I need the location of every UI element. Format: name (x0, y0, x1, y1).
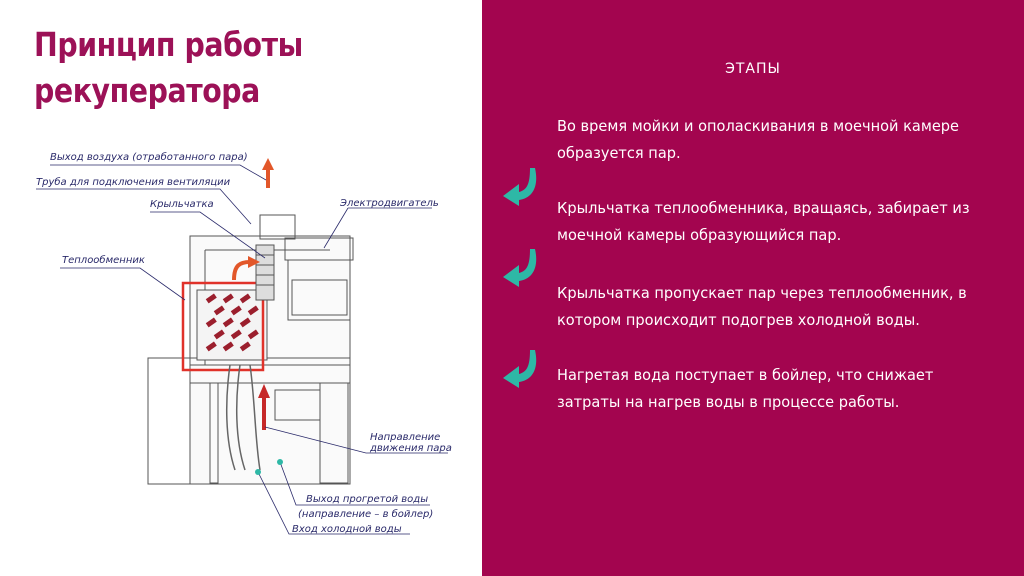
steam-arrows (232, 158, 274, 430)
step-4-text: Нагретая вода поступает в бойлер, что сн… (557, 366, 934, 411)
teal-curved-arrow-down-icon (503, 350, 537, 388)
label-steam-direction-2: движения пара (369, 443, 452, 454)
water-pipes (226, 364, 261, 471)
connection-dots (255, 459, 283, 475)
left-panel: Принцип работы рекуператора (0, 0, 482, 576)
label-hot-water-1: Выход прогретой воды (306, 494, 428, 505)
label-steam-direction-1: Направление (370, 432, 440, 443)
leader-lines (36, 164, 448, 535)
label-motor: Электродвигатель (339, 198, 439, 209)
teal-curved-arrow-down-icon (503, 249, 537, 287)
label-vent-pipe: Труба для подключения вентиляции (36, 176, 231, 188)
title-line-2: рекуператора (34, 71, 260, 110)
label-hot-water-2: (направление – в бойлер) (298, 508, 433, 520)
label-heat-exchanger: Теплообменник (62, 254, 145, 266)
label-cold-water: Вход холодной воды (292, 524, 402, 535)
step-3-text: Крыльчатка пропускает пар через теплообм… (557, 284, 967, 329)
stages-heading: ЭТАПЫ (725, 61, 781, 77)
teal-curved-arrow-down-icon (503, 168, 537, 206)
stages-panel (482, 0, 1024, 576)
label-air-out: Выход воздуха (отработанного пара) (50, 151, 248, 163)
recuperator-diagram: Выход воздуха (отработанного пара) Труба… (36, 151, 452, 535)
heat-exchanger (181, 281, 268, 372)
title-line-1: Принцип работы (34, 25, 303, 64)
impeller (255, 244, 275, 301)
slide-title: Принцип работы рекуператора (34, 22, 404, 114)
step-1-text: Во время мойки и ополаскивания в моечной… (557, 117, 960, 162)
step-2-text: Крыльчатка теплообменника, вращаясь, заб… (557, 199, 970, 244)
label-impeller: Крыльчатка (150, 199, 214, 210)
